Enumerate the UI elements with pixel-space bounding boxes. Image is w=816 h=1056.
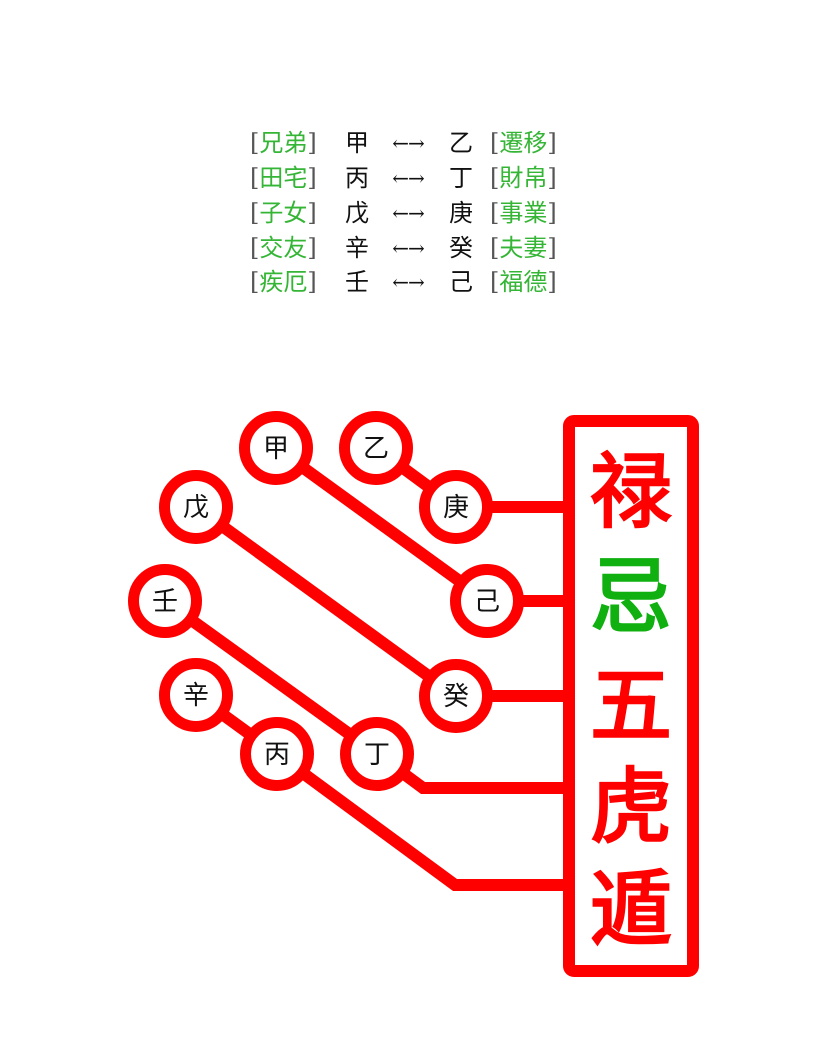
right-palace: 夫妻 [499,234,548,262]
left-stem: 丙 [345,164,369,192]
node-circle-yi [339,411,413,485]
title-chars: 禄 忌 五 虎 遁 [590,444,673,958]
bracket-open: [ [250,129,260,157]
left-palace-group: [疾厄] [250,265,317,299]
node-label-xin: 辛 [183,681,209,711]
node-circle-ji [450,564,524,638]
node-label-ji: 己 [474,587,500,617]
double-arrow-icon: ←→ [392,270,425,294]
connector-xin-bing [192,690,569,891]
right-palace: 遷移 [499,129,548,157]
double-arrow-icon: ←→ [392,131,425,155]
node-label-geng: 庚 [443,493,469,523]
double-arrow-icon: ←→ [392,236,425,260]
title-char: 五 [590,658,672,754]
bracket-open: [ [490,268,500,296]
left-stem: 辛 [345,234,369,262]
stem-labels: 甲 乙 戊 庚 壬 己 辛 癸 丙 丁 [152,434,500,770]
left-palace: 兄弟 [259,129,308,157]
left-palace: 田宅 [259,164,308,192]
right-palace: 事業 [499,199,548,227]
node-circle-ding [340,717,414,791]
left-palace: 交友 [259,234,308,262]
node-label-wu: 戊 [183,493,209,523]
node-label-jia: 甲 [263,434,289,464]
left-palace: 子女 [259,199,308,227]
left-palace-group: [兄弟] [250,126,317,160]
bracket-open: [ [250,234,260,262]
bracket-open: [ [490,199,500,227]
right-palace-group: [遷移] [490,126,557,160]
title-char: 禄 [590,444,673,540]
bracket-close: ] [547,129,557,157]
node-circle-xin [159,658,233,732]
left-stem: 壬 [345,268,369,296]
node-label-gui: 癸 [443,682,469,712]
bracket-open: [ [490,164,500,192]
bracket-open: [ [250,164,260,192]
pair-row: [交友] 辛 ←→ 癸 [夫妻] [0,231,816,265]
title-box [563,415,699,977]
bracket-open: [ [250,199,260,227]
left-palace-group: [交友] [250,231,317,265]
node-circle-geng [419,470,493,544]
bracket-close: ] [307,268,317,296]
node-label-bing: 丙 [264,740,290,770]
left-palace-group: [田宅] [250,161,317,195]
title-char: 忌 [590,549,672,645]
left-palace-group: [子女] [250,196,317,230]
left-stem: 戊 [345,199,369,227]
right-palace-group: [事業] [490,196,557,230]
right-stem: 乙 [449,129,473,157]
bracket-close: ] [307,199,317,227]
title-char: 遁 [590,862,672,958]
right-palace-group: [福德] [490,265,557,299]
pair-row: [田宅] 丙 ←→ 丁 [財帛] [0,161,816,195]
bracket-open: [ [250,268,260,296]
bracket-close: ] [307,129,317,157]
bracket-close: ] [547,234,557,262]
pair-row: [兄弟] 甲 ←→ 乙 [遷移] [0,126,816,160]
right-palace-group: [夫妻] [490,231,557,265]
node-label-ding: 丁 [364,740,390,770]
node-circle-wu [159,470,233,544]
bracket-open: [ [490,129,500,157]
stem-nodes [128,411,524,791]
left-stem: 甲 [345,129,369,157]
bracket-close: ] [547,268,557,296]
bracket-open: [ [490,234,500,262]
node-circle-bing [240,717,314,791]
pair-row: [疾厄] 壬 ←→ 己 [福德] [0,265,816,299]
right-stem: 己 [449,268,473,296]
title-char: 虎 [590,759,672,855]
connector-jia-ji [272,443,569,607]
bracket-close: ] [547,164,557,192]
double-arrow-icon: ←→ [392,201,425,225]
bracket-close: ] [547,199,557,227]
bracket-close: ] [307,164,317,192]
left-palace: 疾厄 [259,268,308,296]
node-label-yi: 乙 [363,434,389,464]
right-stem: 庚 [449,199,473,227]
right-stem: 丁 [449,164,473,192]
right-palace: 財帛 [499,164,548,192]
right-palace: 福德 [499,268,548,296]
double-arrow-icon: ←→ [392,166,425,190]
node-circle-jia [239,411,313,485]
right-palace-group: [財帛] [490,161,557,195]
node-circle-ren [128,564,202,638]
pair-row: [子女] 戊 ←→ 庚 [事業] [0,196,816,230]
node-label-ren: 壬 [152,587,178,617]
bracket-close: ] [307,234,317,262]
right-stem: 癸 [449,234,473,262]
node-circle-gui [419,659,493,733]
